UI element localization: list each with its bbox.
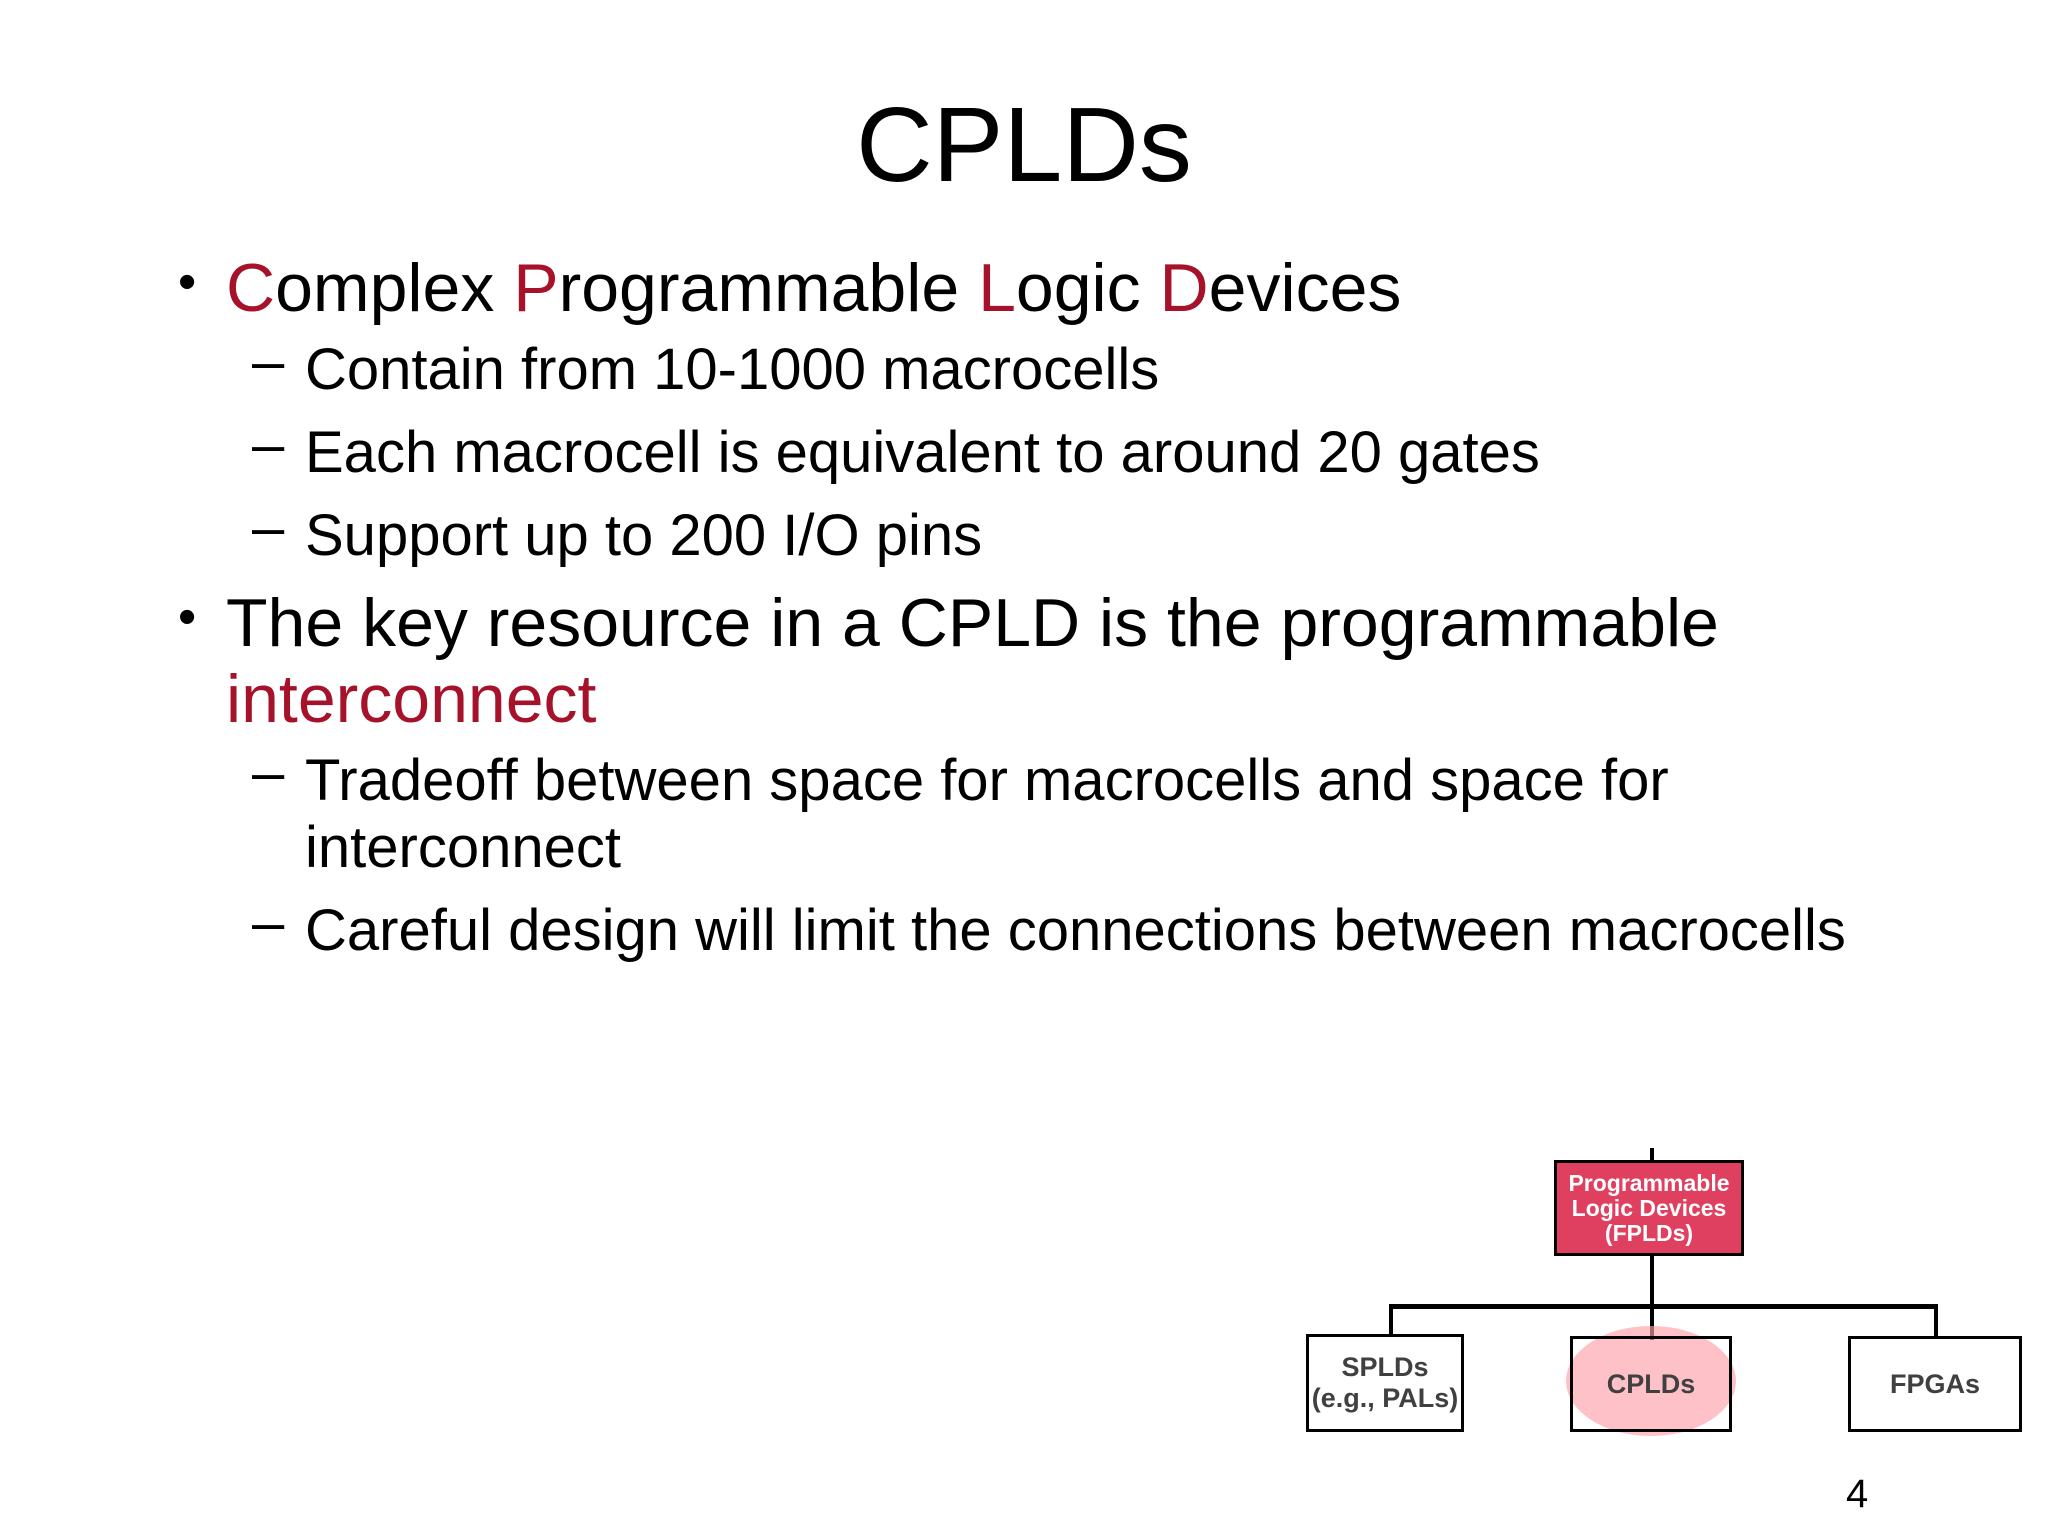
connector-left-drop <box>1389 1304 1393 1338</box>
sub-bullet-text: Each macrocell is equivalent to around 2… <box>305 420 1540 485</box>
sub-bullet-text: Contain from 10-1000 macrocells <box>305 337 1160 402</box>
dash-icon: – <box>252 412 285 477</box>
acronym-letter-d: D <box>1159 250 1209 326</box>
connector-middle-drop <box>1650 1304 1654 1340</box>
page-number: 4 <box>1846 1472 1869 1516</box>
dash-icon: – <box>252 495 285 560</box>
dash-icon: – <box>252 329 285 394</box>
sub-bullet-text: Support up to 200 I/O pins <box>305 503 983 568</box>
connector-right-drop <box>1934 1304 1938 1340</box>
root-line1: Programmable <box>1568 1169 1730 1196</box>
dash-icon: – <box>252 740 285 805</box>
dash-icon: – <box>252 890 285 955</box>
word-devices: evices <box>1208 250 1402 326</box>
spld-line2: (e.g., PALs) <box>1311 1383 1459 1413</box>
slide-title: CPLDs <box>856 86 1192 204</box>
sub-bullet-io-pins: – Support up to 200 I/O pins <box>176 495 1956 569</box>
bullet-key-resource: • The key resource in a CPLD is the prog… <box>176 585 1956 737</box>
bullet-list: • Complex Programmable Logic Devices – C… <box>176 250 1956 980</box>
acronym-letter-l: L <box>978 250 1016 326</box>
fpga-label: FPGAs <box>1889 1368 1981 1399</box>
word-programmable: rogrammable <box>558 250 979 326</box>
bullet-cpld-definition: • Complex Programmable Logic Devices <box>176 250 1956 326</box>
sub-bullet-careful-design: – Careful design will limit the connecti… <box>176 890 1956 964</box>
cpld-box: CPLDs <box>1570 1336 1732 1432</box>
sub-bullet-gate-equivalence: – Each macrocell is equivalent to around… <box>176 412 1956 486</box>
sub-bullet-text: Tradeoff between space for macrocells an… <box>305 748 1669 880</box>
sub-bullet-macrocell-count: – Contain from 10-1000 macrocells <box>176 329 1956 403</box>
acronym-letter-c: C <box>226 250 276 326</box>
root-line2: Logic Devices <box>1571 1194 1727 1221</box>
root-line3: (FPLDs) <box>1604 1219 1694 1246</box>
sub-bullet-tradeoff: – Tradeoff between space for macrocells … <box>176 740 1956 881</box>
connector-top-stub <box>1650 1148 1654 1164</box>
connector-root-down <box>1650 1254 1654 1308</box>
fpld-root-box: Programmable Logic Devices (FPLDs) <box>1554 1160 1744 1256</box>
fpga-box: FPGAs <box>1848 1336 2022 1432</box>
connector-horizontal <box>1389 1304 1938 1309</box>
acronym-letter-p: P <box>513 250 559 326</box>
bullet-text-line1: The key resource in a CPLD is the progra… <box>226 585 1719 661</box>
spld-box: SPLDs (e.g., PALs) <box>1306 1334 1464 1432</box>
word-logic: ogic <box>1015 250 1160 326</box>
cpld-label: CPLDs <box>1606 1368 1696 1399</box>
spld-line1: SPLDs <box>1341 1352 1429 1382</box>
bullet-dot-icon: • <box>178 588 197 646</box>
sub-bullet-text: Careful design will limit the connection… <box>305 898 1846 963</box>
bullet-text-interconnect: interconnect <box>226 661 597 737</box>
word-complex: omplex <box>275 250 514 326</box>
cpld-highlight <box>1566 1326 1736 1436</box>
bullet-dot-icon: • <box>178 253 197 311</box>
